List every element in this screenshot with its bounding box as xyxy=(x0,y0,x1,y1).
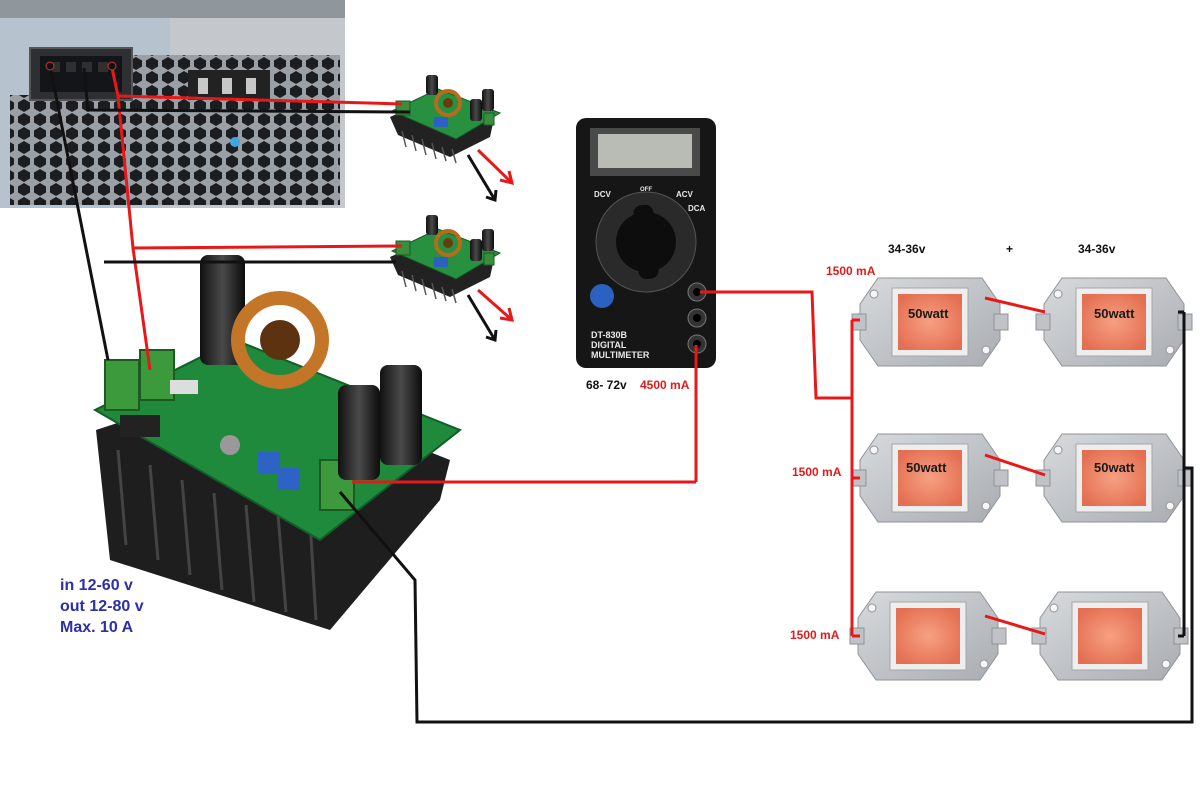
wires-positive xyxy=(110,67,1046,638)
led-panel-label-1: 50watt xyxy=(908,306,949,321)
meter-dial-acv: ACV xyxy=(676,190,693,199)
multimeter xyxy=(576,118,716,368)
converter-spec-out: out 12-80 v xyxy=(60,598,144,615)
meter-dial-dca: DCA xyxy=(688,204,706,213)
buck-module-1 xyxy=(388,73,502,165)
main-boost-converter xyxy=(92,255,462,630)
led-panel-label-2: 50watt xyxy=(1094,306,1135,321)
psu-terminal-dots xyxy=(45,61,117,71)
meter-dial-off: OFF xyxy=(640,187,652,193)
module-output-arrows xyxy=(466,148,515,343)
led-module-5 xyxy=(849,591,1007,681)
meter-current-reading: 4500 mA xyxy=(640,378,690,392)
led-module-4 xyxy=(1035,433,1193,523)
wires-negative xyxy=(48,65,1194,724)
led-module-6 xyxy=(1031,591,1189,681)
led-row3-current: 1500 mA xyxy=(790,628,840,642)
led-module-3 xyxy=(851,433,1009,523)
led-voltage-right: 34-36v xyxy=(1078,242,1116,256)
led-row2-current: 1500 mA xyxy=(792,465,842,479)
led-series-mark: + xyxy=(1006,242,1014,256)
led-module-1 xyxy=(851,277,1009,367)
meter-brand-line3: MULTIMETER xyxy=(591,350,650,360)
meter-dial-dcv: DCV xyxy=(594,190,611,199)
led-module-2 xyxy=(1035,277,1193,367)
power-supply xyxy=(0,0,345,208)
meter-voltage-reading: 68- 72v xyxy=(586,378,627,392)
led-voltage-left: 34-36v xyxy=(888,242,926,256)
meter-brand-line2: DIGITAL xyxy=(591,340,627,350)
converter-spec-max: Max. 10 A xyxy=(60,619,134,636)
buck-module-2 xyxy=(388,213,502,305)
led-row1-current: 1500 mA xyxy=(826,264,876,278)
led-panel-label-4: 50watt xyxy=(1094,460,1135,475)
meter-model-label: DT-830B xyxy=(591,330,628,340)
converter-spec-in: in 12-60 v xyxy=(60,577,133,594)
led-panel-label-3: 50watt xyxy=(906,460,947,475)
